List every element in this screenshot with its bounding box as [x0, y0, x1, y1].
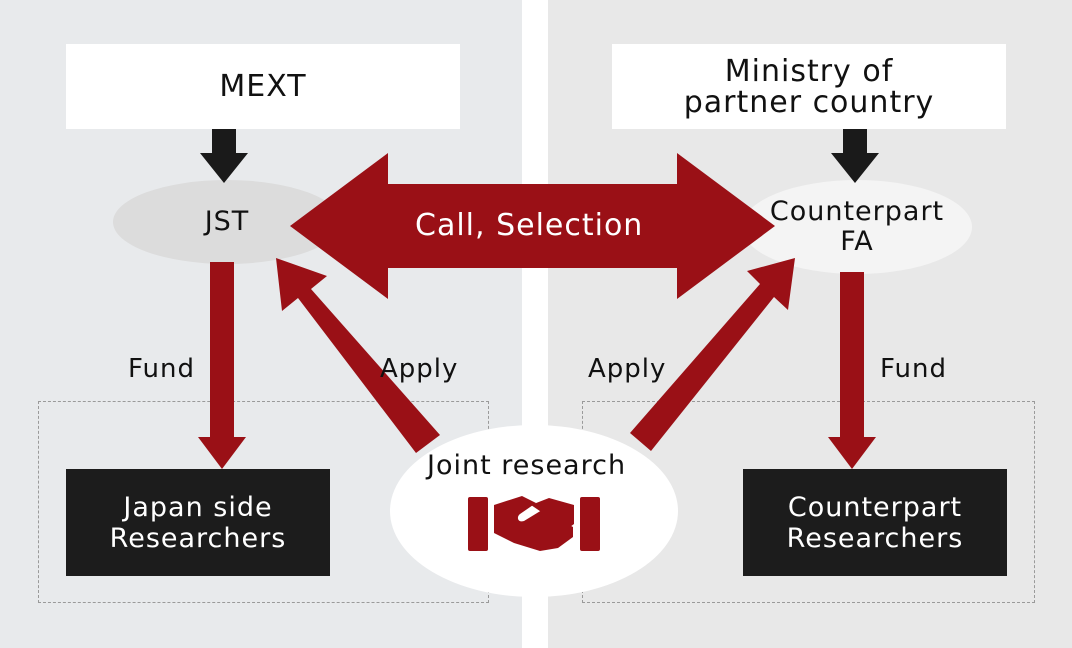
jst-fund-arrow — [198, 262, 246, 469]
jst-label: JST — [204, 206, 250, 237]
partner-ministry-label-line-1: Ministry of — [724, 53, 894, 89]
apply-to-jst-arrow — [276, 258, 440, 453]
japan-researchers-label-line-1: Japan side — [123, 491, 273, 523]
left-apply-label: Apply — [380, 354, 459, 384]
partner-ministry-box: Ministry of partner country — [612, 44, 1006, 129]
counterpart-fa-label-line-1: Counterpart — [769, 196, 945, 227]
counterpart-researchers-box: Counterpart Researchers — [743, 469, 1007, 576]
fa-fund-arrow — [828, 272, 876, 469]
mext-label: MEXT — [219, 69, 307, 104]
right-apply-label: Apply — [588, 354, 667, 384]
mext-to-jst-arrow — [200, 129, 248, 183]
japan-researchers-box: Japan side Researchers — [66, 469, 330, 576]
counterpart-researchers-label-line-2: Researchers — [786, 522, 964, 554]
apply-to-fa-arrow — [630, 258, 795, 451]
counterpart-fa-ellipse: Counterpart FA — [742, 180, 972, 274]
call-selection-double-arrow — [290, 153, 775, 299]
left-fund-label: Fund — [128, 354, 195, 384]
call-selection-label: Call, Selection — [415, 208, 644, 243]
mext-box: MEXT — [66, 44, 460, 129]
counterpart-researchers-label-line-1: Counterpart — [787, 491, 963, 523]
joint-research-label: Joint research — [427, 450, 627, 481]
partner-ministry-label-line-2: partner country — [683, 84, 935, 120]
joint-research-ellipse — [390, 425, 678, 597]
counterpart-fa-label-line-2: FA — [840, 226, 874, 257]
right-fund-label: Fund — [880, 354, 947, 384]
partner-ministry-to-fa-arrow — [831, 129, 879, 183]
japan-researchers-label-line-2: Researchers — [109, 522, 287, 554]
